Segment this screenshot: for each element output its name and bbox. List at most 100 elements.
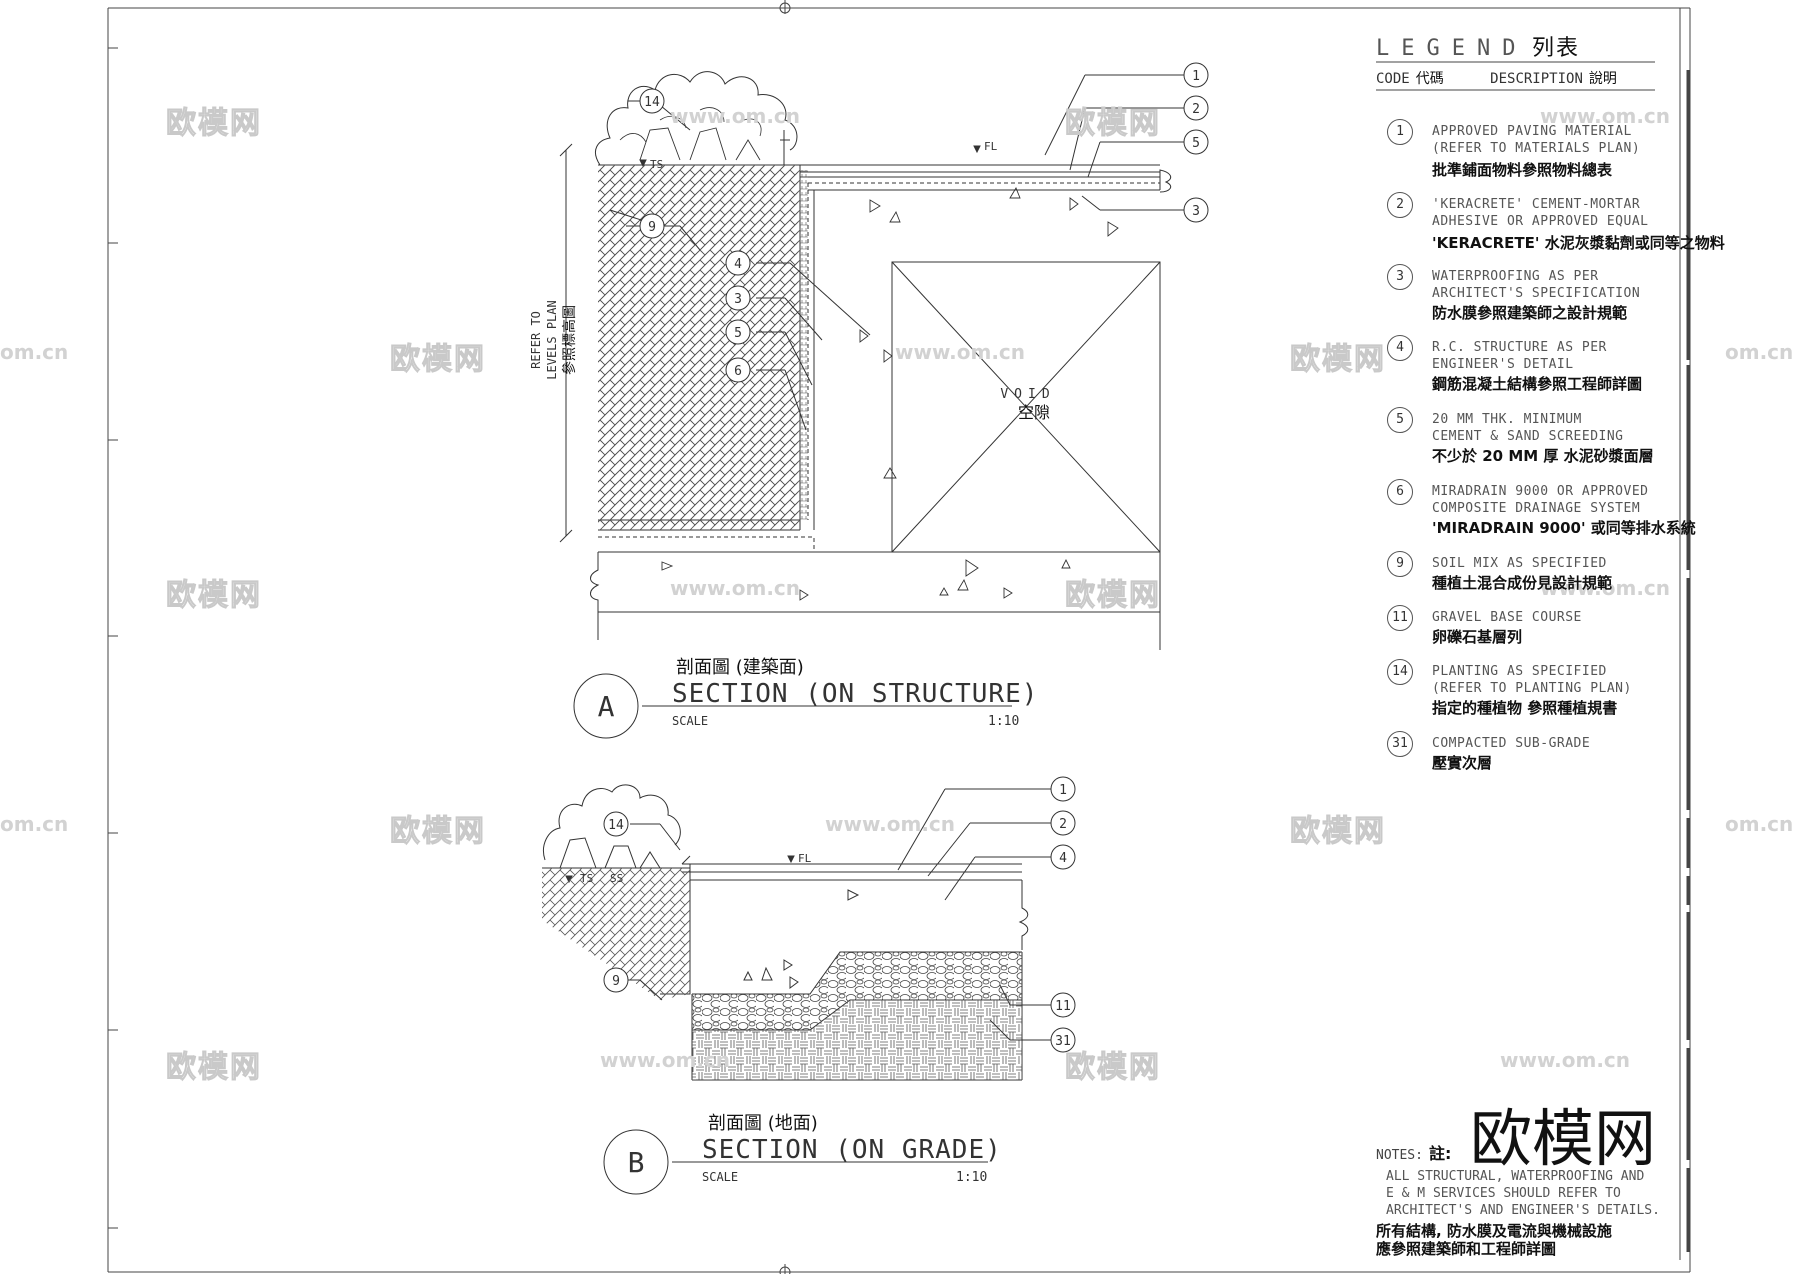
watermark-url: www.om.cn — [895, 340, 1026, 364]
legend-desc-zh: 不少於 20 MM 厚 水泥砂漿面層 — [1432, 447, 1654, 465]
legend-title-en: LEGEND — [1376, 36, 1528, 61]
legend-header: CODE 代碼 DESCRIPTION 說明 — [1376, 68, 1623, 88]
legend-code: 11 — [1387, 605, 1413, 631]
notes-label-row: NOTES: 註: — [1376, 1140, 1676, 1164]
legend-desc-zh: 卵礫石基層列 — [1432, 628, 1523, 646]
legend-code-label: CODE — [1376, 71, 1410, 87]
legend-title-zh: 列表 — [1531, 36, 1580, 61]
legend-desc-en: SOIL MIX AS SPECIFIED — [1432, 556, 1607, 571]
watermark-brand: 欧模网 — [390, 342, 486, 378]
watermark-brand: 欧模网 — [1065, 1050, 1161, 1086]
watermark-url: www.om.cn — [1540, 104, 1671, 128]
watermark-brand: 欧模网 — [166, 106, 262, 142]
watermark-url: om.cn — [1725, 812, 1794, 836]
legend-code: 14 — [1387, 659, 1413, 685]
callout-b-2: 2 — [1059, 817, 1067, 832]
brand-logo-text: 欧模网 — [1470, 1102, 1657, 1175]
watermark-url: om.cn — [1725, 340, 1794, 364]
void-label-en: VOID — [1000, 387, 1055, 402]
legend-desc-en: GRAVEL BASE COURSE — [1432, 610, 1582, 625]
legend-desc-label: DESCRIPTION — [1490, 71, 1583, 87]
notes-block: NOTES: 註: ALL STRUCTURAL, WATERPROOFING A… — [1376, 1140, 1676, 1258]
legend-desc-zh: 指定的種植物 參照種植規書 — [1432, 699, 1618, 717]
section-a-callouts — [573, 62, 1209, 739]
callout-a-9: 9 — [648, 220, 656, 235]
section-b-ts-label: TS — [580, 872, 593, 885]
legend-desc-zh: 防水膜參照建築師之設計規範 — [1432, 304, 1628, 322]
section-b-title-zh: 剖面圖 (地面) — [708, 1113, 818, 1134]
section-b-callout-labels: 1 2 4 14 9 11 31 — [608, 783, 1071, 1049]
legend-desc-en: APPROVED PAVING MATERIAL (REFER TO MATER… — [1432, 124, 1641, 156]
section-b-fl-label: FL — [798, 852, 812, 865]
watermark-brand: 欧模网 — [390, 814, 486, 850]
legend-code: 1 — [1387, 119, 1413, 145]
section-a-callout-labels: 1 2 5 3 14 9 4 3 5 6 — [644, 69, 1200, 379]
section-b-title-en: SECTION (ON GRADE) — [702, 1135, 1002, 1165]
section-b-callouts — [603, 776, 1076, 1195]
watermark-brand: 欧模网 — [166, 578, 262, 614]
legend-desc-zh: 'KERACRETE' 水泥灰漿黏劑或同等之物料 — [1432, 234, 1725, 252]
legend-title: LEGEND 列表 — [1376, 30, 1656, 62]
callout-a-3b: 3 — [734, 292, 742, 307]
callout-a-6: 6 — [734, 364, 742, 379]
legend-code: 3 — [1387, 264, 1413, 290]
callout-a-1: 1 — [1192, 69, 1200, 84]
legend-desc-zh: 種植土混合成份見設計規範 — [1432, 574, 1613, 592]
legend-code: 2 — [1387, 192, 1413, 218]
callout-a-3: 3 — [1192, 204, 1200, 219]
watermark-url: www.om.cn — [670, 104, 801, 128]
watermark-brand: 欧模网 — [1065, 578, 1161, 614]
watermark-url: om.cn — [0, 340, 69, 364]
watermark-url: www.om.cn — [825, 812, 956, 836]
legend-code-zh: 代碼 — [1415, 71, 1444, 87]
legend-code: 4 — [1387, 335, 1413, 361]
notes-label-zh: 註: — [1428, 1144, 1452, 1163]
watermark-url: www.om.cn — [600, 1048, 731, 1072]
legend-desc-en: WATERPROOFING AS PER ARCHITECT'S SPECIFI… — [1432, 269, 1641, 301]
section-a-title-zh: 剖面圖 (建築面) — [676, 657, 804, 678]
watermark-brand: 欧模网 — [166, 1050, 262, 1086]
legend-desc-zh: 鋼筋混凝土結構參照工程師詳圖 — [1432, 375, 1643, 393]
callout-b-9: 9 — [612, 974, 620, 989]
refer-levels-zh: 參照標高圖 — [561, 305, 578, 375]
notes-label: NOTES: — [1376, 1148, 1423, 1163]
callout-a-14: 14 — [644, 95, 660, 110]
section-b-ss-label: SS — [610, 872, 623, 885]
watermark-brand: 欧模网 — [1290, 342, 1386, 378]
legend-code: 31 — [1387, 731, 1413, 757]
legend-desc-zh: 說明 — [1588, 71, 1617, 87]
section-a-scale: 1:10 — [988, 714, 1019, 729]
refer-levels-line2: LEVELS PLAN — [545, 300, 559, 379]
legend-code: 6 — [1387, 479, 1413, 505]
legend-code: 9 — [1387, 551, 1413, 577]
watermark-url: www.om.cn — [1540, 576, 1671, 600]
legend-desc-en: R.C. STRUCTURE AS PER ENGINEER'S DETAIL — [1432, 340, 1607, 372]
section-a-scale-label: SCALE — [672, 714, 708, 728]
callout-b-14: 14 — [608, 818, 624, 833]
notes-text-en: ALL STRUCTURAL, WATERPROOFING AND E & M … — [1386, 1169, 1660, 1218]
refer-levels-line1: REFER TO — [529, 311, 543, 369]
watermark-url: www.om.cn — [1500, 1048, 1631, 1072]
section-b-scale-label: SCALE — [702, 1170, 738, 1184]
legend-desc-zh: 'MIRADRAIN 9000' 或同等排水系統 — [1432, 519, 1696, 537]
section-a-id: A — [598, 690, 615, 723]
callout-a-2: 2 — [1192, 102, 1200, 117]
legend-desc-zh: 壓實次層 — [1432, 754, 1493, 772]
callout-b-31: 31 — [1055, 1034, 1071, 1049]
legend-desc-en: MIRADRAIN 9000 OR APPROVED COMPOSITE DRA… — [1432, 484, 1649, 516]
callout-a-5b: 5 — [734, 326, 742, 341]
callout-b-1: 1 — [1059, 783, 1067, 798]
callout-b-4: 4 — [1059, 851, 1067, 866]
callout-a-4: 4 — [734, 257, 742, 272]
watermark-brand: 欧模网 — [1065, 106, 1161, 142]
watermark-url: www.om.cn — [670, 576, 801, 600]
section-a-title-en: SECTION (ON STRUCTURE) — [672, 679, 1038, 709]
callout-b-11: 11 — [1055, 999, 1071, 1014]
legend-desc-en: 20 MM THK. MINIMUM CEMENT & SAND SCREEDI… — [1432, 412, 1624, 444]
section-b-scale: 1:10 — [956, 1170, 987, 1185]
section-a-ts-label: TS — [650, 158, 663, 171]
callout-a-5: 5 — [1192, 136, 1200, 151]
void-label-zh: 空隙 — [1018, 403, 1050, 422]
legend-desc-en: 'KERACRETE' CEMENT-MORTAR ADHESIVE OR AP… — [1432, 197, 1649, 229]
